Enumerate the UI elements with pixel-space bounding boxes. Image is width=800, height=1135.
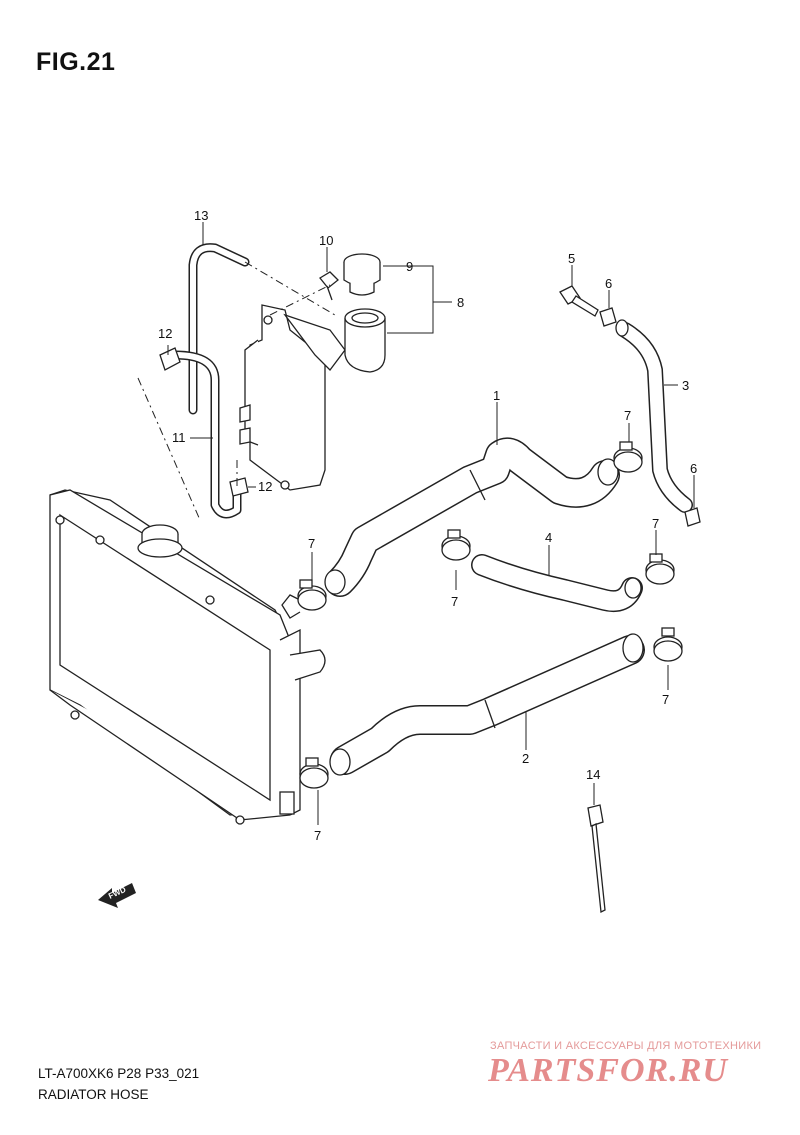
radiator-cap	[137, 524, 183, 558]
hose-4	[471, 554, 643, 613]
callout-7-e: 7	[662, 692, 669, 707]
callout-5: 5	[568, 251, 575, 266]
callout-9: 9	[406, 259, 413, 274]
clamp-12-lower	[229, 477, 249, 497]
callout-2: 2	[522, 751, 529, 766]
callout-13: 13	[194, 208, 208, 223]
callout-7-b: 7	[308, 536, 315, 551]
breather-hose-13	[188, 243, 250, 415]
hose-3	[615, 319, 693, 513]
radiator-hose-1	[324, 437, 620, 597]
bolt-5	[559, 285, 599, 317]
clamp-7-c	[441, 529, 471, 561]
callout-11: 11	[172, 430, 186, 445]
bolt-10	[319, 271, 339, 301]
watermark-logo: PARTSFOR.RU	[488, 1052, 728, 1089]
filler-cap	[343, 253, 381, 296]
radiator-hose-2	[329, 633, 645, 776]
clamp-7-a	[613, 441, 643, 473]
radiator	[49, 489, 326, 825]
callout-12-upper: 12	[158, 326, 172, 341]
filler-neck	[344, 308, 386, 373]
assembly-dashed-lines	[137, 261, 336, 521]
clamp-7-e	[653, 627, 683, 662]
overflow-hose-11	[170, 350, 242, 519]
leader-lines	[167, 222, 695, 825]
figure-title: FIG.21	[36, 48, 116, 76]
clamp-12-upper	[159, 347, 181, 371]
reservoir-tank	[239, 304, 346, 491]
callout-8: 8	[457, 295, 464, 310]
watermark-tagline: ЗАПЧАСТИ И АКСЕССУАРЫ ДЛЯ МОТОТЕХНИКИ	[490, 1040, 762, 1052]
callout-7-c: 7	[451, 594, 458, 609]
callout-14: 14	[586, 767, 600, 782]
clamp-7-b	[297, 579, 327, 611]
cable-tie-14	[587, 804, 606, 914]
callout-3: 3	[682, 378, 689, 393]
clamp-7-d	[645, 553, 675, 585]
callout-7-f: 7	[314, 828, 321, 843]
callout-7-d: 7	[652, 516, 659, 531]
clamp-7-f	[299, 757, 329, 789]
callout-4: 4	[545, 530, 552, 545]
section-name: RADIATOR HOSE	[38, 1087, 149, 1102]
callout-6-upper: 6	[605, 276, 612, 291]
clamp-6-upper	[599, 307, 617, 327]
callout-1: 1	[493, 388, 500, 403]
fwd-arrow-icon: FWD	[98, 883, 136, 908]
model-code: LT-A700XK6 P28 P33_021	[38, 1066, 200, 1081]
clamp-6-lower	[684, 507, 701, 527]
callout-7-a: 7	[624, 408, 631, 423]
callout-12-lower: 12	[258, 479, 272, 494]
callout-6-lower: 6	[690, 461, 697, 476]
callout-10: 10	[319, 233, 333, 248]
